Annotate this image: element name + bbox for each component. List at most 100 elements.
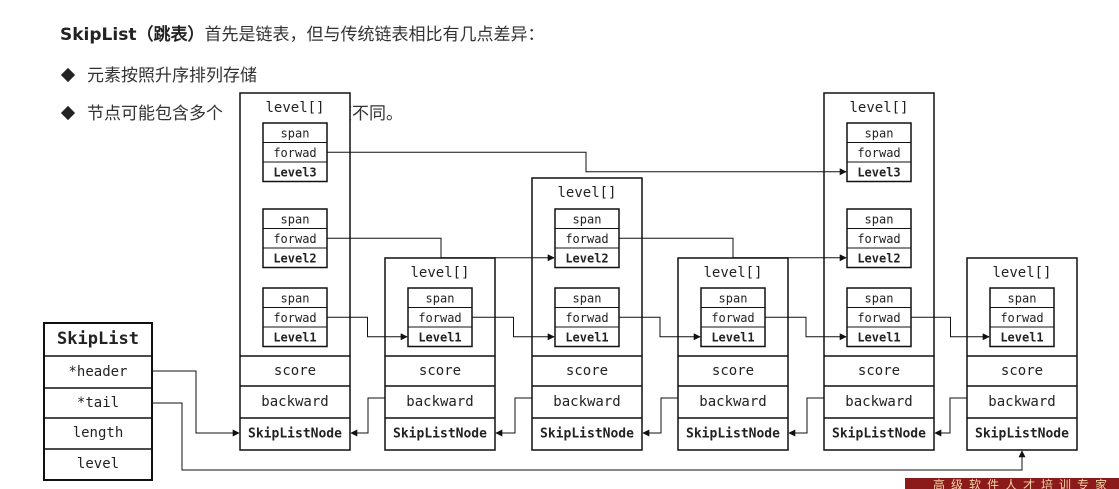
header-pointer [152,370,240,437]
span-cell: span [281,291,310,305]
level-block-frame [262,208,328,269]
level-block-frame [554,208,620,269]
span-cell: span [573,291,602,305]
backward-cell: backward [845,394,912,410]
level-array-label: level[] [849,100,908,116]
score-cell: score [274,363,316,379]
level-block-frame [989,287,1055,348]
tail-pointer [152,402,1026,471]
backward-cell: backward [699,394,766,410]
backward-pointer [642,397,678,437]
forward-cell: forwad [565,311,608,325]
forward-cell: forwad [418,311,461,325]
skiplist-node-1: level[]spanforwadLevel3spanforwadLevel2s… [239,92,351,451]
forward-pointer-level1 [327,316,408,341]
span-cell: span [865,212,894,226]
node-frame [966,257,1078,451]
forward-cell: forwad [857,146,900,160]
level-name-cell: Level1 [857,330,900,344]
level-name-cell: Level1 [565,330,608,344]
skiplist-field-tail: *tail [77,395,119,411]
forward-pointer-level1 [619,316,701,341]
skiplist-field-length: length [73,425,124,441]
level-name-cell: Level1 [418,330,461,344]
level-name-cell: Level3 [273,165,316,179]
node-name-cell: SkipListNode [686,427,780,442]
forward-pointer-level3 [327,151,847,176]
level-block-frame [846,287,912,348]
forward-cell: forwad [857,311,900,325]
forward-cell: forwad [565,232,608,246]
node-frame [677,257,789,451]
score-cell: score [712,363,754,379]
score-cell: score [419,363,461,379]
span-cell: span [426,291,455,305]
skiplist-field-level: level [77,456,119,472]
bullet-1: 元素按照升序排列存储 [60,61,257,86]
backward-pointer [350,397,385,437]
level-block-frame [846,122,912,183]
skiplist-node-5: level[]spanforwadLevel3spanforwadLevel2s… [823,92,935,451]
level-array-label: level[] [265,100,324,116]
backward-pointer [788,397,824,437]
span-cell: span [281,126,310,140]
span-cell: span [719,291,748,305]
level-array-label: level[] [992,265,1051,281]
level-block-frame [700,287,766,348]
span-cell: span [865,126,894,140]
forward-cell: forwad [273,146,316,160]
level-block-frame [407,287,473,348]
skiplist-title: SkipList [57,329,139,349]
backward-pointer [934,397,967,437]
forward-pointer-level1 [765,316,847,341]
forward-pointer-level1 [472,316,555,341]
backward-cell: backward [988,394,1055,410]
level-name-cell: Level1 [1000,330,1043,344]
forward-cell: forwad [857,232,900,246]
score-cell: score [566,363,608,379]
level-block-frame [262,122,328,183]
node-name-cell: SkipListNode [248,427,342,442]
forward-pointer-level1 [911,316,990,341]
level-name-cell: Level2 [273,251,316,265]
node-name-cell: SkipListNode [832,427,926,442]
bullet-2-text-after: 度不同。 [335,104,403,124]
backward-pointer [495,397,532,437]
level-name-cell: Level1 [711,330,754,344]
span-cell: span [865,291,894,305]
backward-cell: backward [553,394,620,410]
node-name-cell: SkipListNode [393,427,487,442]
level-array-label: level[] [410,265,469,281]
skiplist-node-2: level[]spanforwadLevel1scorebackwardSkip… [384,257,496,451]
forward-cell: forwad [273,232,316,246]
level-array-label: level[] [557,185,616,201]
span-cell: span [281,212,310,226]
node-name-cell: SkipListNode [975,427,1069,442]
backward-cell: backward [261,394,328,410]
bullet-2: 节点可能包含多个 度不同。 [60,99,403,124]
skiplist-node-3: level[]spanforwadLevel2spanforwadLevel1s… [531,177,643,451]
level-array-label: level[] [703,265,762,281]
forward-pointer-level2 [619,237,847,262]
footer-banner-text: 高级软件人才培训专家 [933,478,1114,489]
bullet-1-text: 元素按照升序排列存储 [87,66,257,86]
heading-bold: SkipList（跳表） [60,25,205,45]
footer-banner: 高级软件人才培训专家 [905,478,1119,489]
skiplist-field-header: *header [68,364,127,380]
forward-cell: forwad [1000,311,1043,325]
skiplist-struct-frame [43,322,153,481]
score-cell: score [858,363,900,379]
node-name-cell: SkipListNode [540,427,634,442]
bullet-2-text-before: 节点可能包含多个 [87,104,223,124]
forward-pointer-level2 [327,237,555,262]
span-cell: span [1008,291,1037,305]
